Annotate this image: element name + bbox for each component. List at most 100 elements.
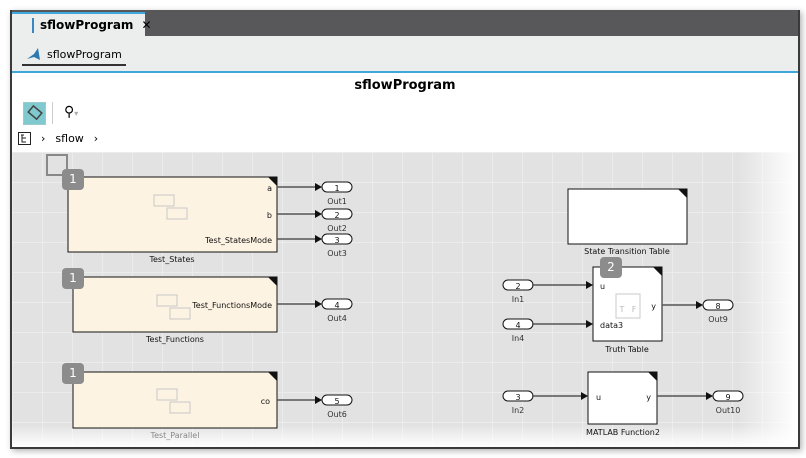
- block-name: MATLAB Function2: [586, 428, 660, 437]
- port-label: y: [651, 302, 656, 311]
- outport-number: 9: [725, 393, 730, 402]
- badge: [62, 268, 84, 289]
- port-label: u: [596, 393, 601, 402]
- inport-number: 3: [515, 393, 520, 402]
- outport[interactable]: [702, 299, 734, 311]
- chart-icon: [156, 294, 178, 307]
- outport[interactable]: [712, 390, 744, 402]
- corner-mark-icon: [648, 372, 657, 381]
- truth-table-icon: [615, 293, 641, 319]
- chevron-down-icon[interactable]: ▾: [74, 109, 79, 118]
- state-transition-table[interactable]: [567, 188, 688, 245]
- badge-label: 1: [69, 271, 77, 285]
- badge: [62, 169, 84, 190]
- arrow-icon: [315, 396, 322, 404]
- outport[interactable]: [321, 208, 353, 220]
- canvas-fade: [738, 152, 798, 447]
- port-label: Test_FunctionsMode: [191, 301, 272, 310]
- selection-box[interactable]: [46, 154, 68, 176]
- port-label: y: [646, 393, 651, 402]
- eraser-icon: [27, 104, 43, 121]
- arrow-icon: [586, 320, 593, 328]
- arrow-icon: [315, 183, 322, 191]
- editor-window: sflowProgram ✕ sflowProgram sflowProgram…: [10, 10, 800, 449]
- magnifier-icon: ⚲: [64, 104, 75, 120]
- inport-label: In1: [512, 295, 525, 304]
- outport-label: Out2: [327, 224, 347, 233]
- arrow-icon: [696, 301, 703, 309]
- tab-sflowprogram[interactable]: sflowProgram ✕: [12, 12, 152, 36]
- toolbar-divider: [52, 102, 53, 124]
- matlab-function[interactable]: [587, 371, 658, 425]
- zoom-button[interactable]: ⚲▾: [64, 104, 78, 120]
- block-name: State Transition Table: [584, 247, 670, 256]
- arrow-icon: [581, 392, 588, 400]
- chart-icon: [169, 401, 191, 414]
- model-hierarchy-icon[interactable]: [18, 132, 31, 145]
- canvas-fade: [12, 425, 798, 447]
- outport-number: 3: [334, 236, 339, 245]
- outport-number: 1: [334, 184, 339, 193]
- model-browser-bar: sflowProgram: [12, 36, 798, 73]
- breadcrumb-item[interactable]: sflow: [55, 132, 84, 145]
- badge-label: 1: [69, 366, 77, 380]
- outport-label: Out6: [327, 410, 347, 419]
- simulink-logo-icon: [27, 48, 40, 60]
- corner-mark-icon: [653, 267, 662, 276]
- outport[interactable]: [321, 298, 353, 310]
- inport-number: 2: [515, 282, 520, 291]
- port-label: Test_StatesMode: [204, 236, 272, 245]
- breadcrumb: › sflow ›: [18, 132, 98, 145]
- inport-label: In4: [512, 334, 525, 343]
- model-crumb[interactable]: sflowProgram: [22, 44, 126, 66]
- close-icon[interactable]: ✕: [141, 18, 152, 32]
- outport[interactable]: [321, 394, 353, 406]
- outport-number: 4: [334, 301, 339, 310]
- badge-label: 1: [69, 172, 77, 186]
- badge-label: 2: [607, 260, 615, 274]
- tab-label: sflowProgram: [40, 18, 134, 32]
- inport-number: 4: [515, 321, 520, 330]
- chart-icon: [166, 207, 188, 220]
- outport-label: Out10: [716, 406, 741, 415]
- block-diagram[interactable]: 1abTest_StatesModeTest_States1Out12Out23…: [12, 152, 798, 447]
- arrow-icon: [586, 281, 593, 289]
- port-label: b: [267, 211, 272, 220]
- chevron-right-icon: ›: [41, 132, 46, 145]
- hide-show-tool-button[interactable]: [23, 102, 46, 125]
- badge: [62, 363, 84, 384]
- arrow-icon: [315, 300, 322, 308]
- corner-mark-icon: [678, 189, 687, 198]
- block-name: Truth Table: [604, 345, 649, 354]
- corner-mark-icon: [268, 277, 277, 286]
- chevron-right-icon: ›: [93, 132, 99, 145]
- badge: [600, 257, 622, 278]
- arrow-icon: [706, 392, 713, 400]
- port-label: data3: [600, 321, 623, 330]
- outport-label: Out9: [708, 315, 728, 324]
- chart-icon: [153, 194, 175, 207]
- outport-number: 5: [334, 397, 339, 406]
- outport-number: 8: [715, 302, 720, 311]
- outport[interactable]: [321, 233, 353, 245]
- tab-bar: sflowProgram ✕: [12, 10, 798, 36]
- chart-icon: [156, 388, 178, 401]
- block-name: Test_Functions: [145, 335, 204, 344]
- outport-label: Out3: [327, 249, 347, 258]
- outport[interactable]: [321, 181, 353, 193]
- chart-test-states[interactable]: [67, 176, 278, 253]
- model-crumb-label: sflowProgram: [47, 47, 122, 61]
- outport-label: Out4: [327, 314, 347, 323]
- corner-mark-icon: [268, 372, 277, 381]
- chart-icon: [169, 307, 191, 320]
- block-name: Test_Parallel: [150, 431, 200, 440]
- arrow-icon: [315, 210, 322, 218]
- truth-table-icon-label: F: [632, 305, 637, 314]
- chart-test-functions[interactable]: [72, 276, 278, 333]
- port-label: u: [600, 282, 605, 291]
- page-title: sflowProgram: [354, 78, 456, 93]
- outport-label: Out1: [327, 197, 347, 206]
- truth-table[interactable]: [592, 266, 663, 342]
- outport-number: 2: [334, 211, 339, 220]
